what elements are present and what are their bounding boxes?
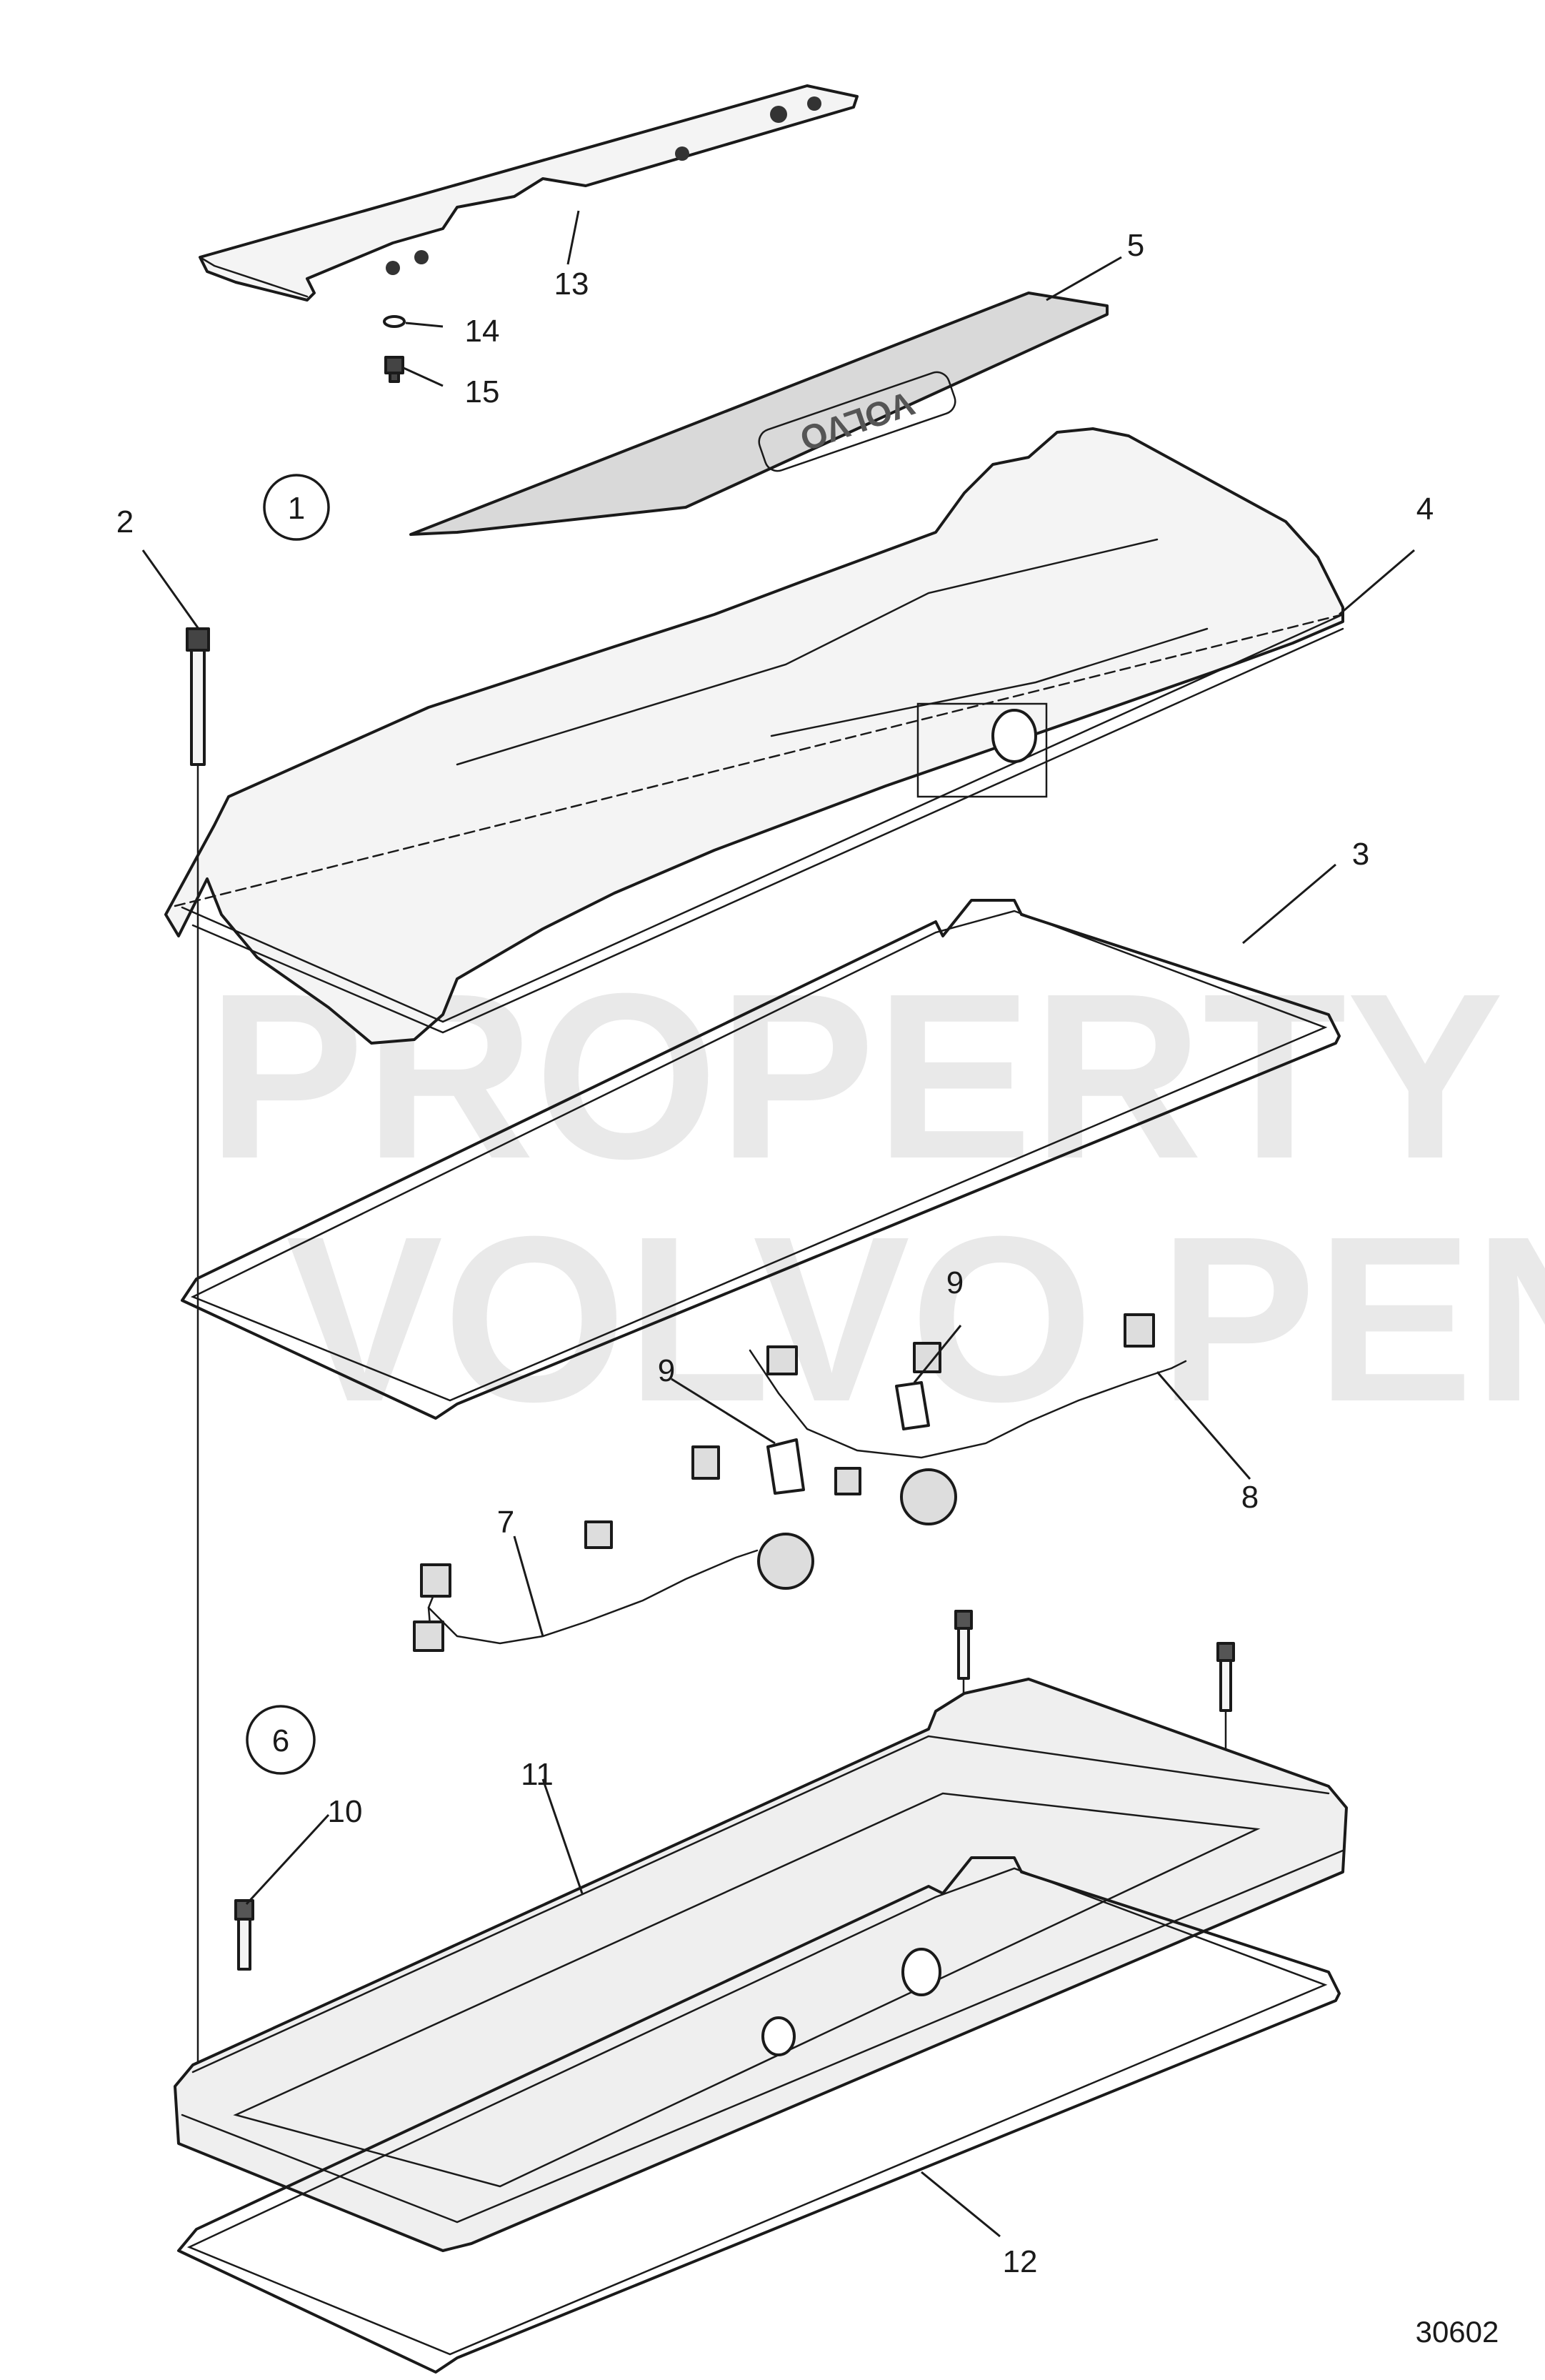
callout-14: 14 bbox=[465, 314, 500, 349]
group-marker-6: 6 bbox=[246, 1705, 316, 1775]
watermark: PROPERTY OF VOLVO PENTA bbox=[207, 944, 1545, 1450]
callout-9-right: 9 bbox=[946, 1265, 964, 1300]
part-9-clip-left bbox=[766, 1438, 805, 1495]
callout-13: 13 bbox=[554, 267, 589, 302]
part-4-valve-cover bbox=[164, 427, 1344, 1045]
part-14-washer bbox=[383, 315, 406, 328]
callout-11: 11 bbox=[521, 1757, 554, 1792]
part-2-bolt bbox=[186, 627, 210, 2088]
part-3-gasket bbox=[181, 899, 1341, 1420]
part-12-gasket bbox=[177, 1856, 1341, 2374]
group-marker-6-label: 6 bbox=[272, 1723, 289, 1758]
part-15-screw bbox=[384, 356, 404, 383]
callout-4: 4 bbox=[1416, 492, 1434, 527]
group-marker-1: 1 bbox=[263, 474, 330, 541]
callout-7: 7 bbox=[497, 1505, 514, 1540]
drawing-number: 30602 bbox=[1416, 2315, 1499, 2349]
callout-5: 5 bbox=[1127, 228, 1144, 263]
callout-3: 3 bbox=[1352, 837, 1369, 872]
callout-8: 8 bbox=[1241, 1480, 1259, 1515]
callout-15: 15 bbox=[465, 374, 500, 409]
callout-9-left: 9 bbox=[658, 1353, 675, 1388]
part-13-heat-shield bbox=[199, 84, 859, 302]
group-marker-1-label: 1 bbox=[288, 491, 305, 526]
callout-numbers: 2 3 4 5 7 8 9 9 10 11 12 13 14 15 bbox=[116, 228, 1434, 2279]
callout-2: 2 bbox=[116, 504, 134, 539]
callout-12: 12 bbox=[1003, 2244, 1038, 2279]
part-7-wiring-harness bbox=[413, 1445, 814, 1652]
leader-lines bbox=[141, 210, 1415, 2238]
part-9-clip-right bbox=[895, 1381, 930, 1430]
part-8-wiring-harness bbox=[749, 1313, 1187, 1525]
callout-10: 10 bbox=[328, 1794, 363, 1829]
